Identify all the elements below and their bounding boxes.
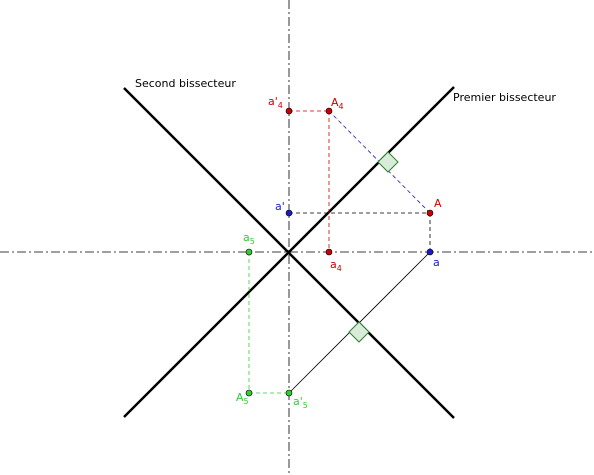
label-a4-base: a	[330, 258, 337, 271]
label-A4-base: A	[331, 96, 339, 109]
label-A4-sub: 4	[339, 102, 344, 111]
point-a-prime4[interactable]	[285, 107, 293, 115]
label-a-prime5: a'5	[293, 395, 308, 410]
point-A[interactable]	[426, 209, 434, 217]
label-a5-base: a	[243, 231, 250, 244]
right-angle-marker-upper	[377, 151, 399, 173]
label-A5: A5	[236, 391, 249, 406]
label-a5-sub: 5	[250, 237, 255, 246]
point-a-prime5[interactable]	[285, 389, 293, 397]
label-A5-sub: 5	[244, 397, 249, 406]
right-angle-marker-lower	[348, 321, 370, 343]
point-A4[interactable]	[325, 107, 333, 115]
label-a: a	[433, 256, 440, 269]
first-bisector-line	[123, 86, 455, 418]
label-A5-base: A	[236, 391, 244, 404]
point-a5[interactable]	[245, 248, 253, 256]
point-A5[interactable]	[245, 389, 253, 397]
first-bisector-label: Premier bissecteur	[453, 91, 556, 104]
label-a-prime4-base: a'	[268, 95, 278, 108]
label-a-prime4: a'4	[268, 95, 283, 110]
label-a-prime4-sub: 4	[278, 101, 283, 110]
label-a-prime5-sub: 5	[303, 401, 308, 410]
point-a[interactable]	[426, 248, 434, 256]
point-a4[interactable]	[325, 248, 333, 256]
label-a4: a4	[330, 258, 342, 273]
label-A4: A4	[331, 96, 344, 111]
point-a-prime[interactable]	[285, 209, 293, 217]
label-a-prime: a'	[275, 200, 285, 213]
second-bisector-label: Second bissecteur	[135, 77, 236, 90]
label-A: A	[434, 197, 442, 210]
label-a5: a5	[243, 231, 255, 246]
label-a4-sub: 4	[337, 264, 342, 273]
label-a-prime5-base: a'	[293, 395, 303, 408]
